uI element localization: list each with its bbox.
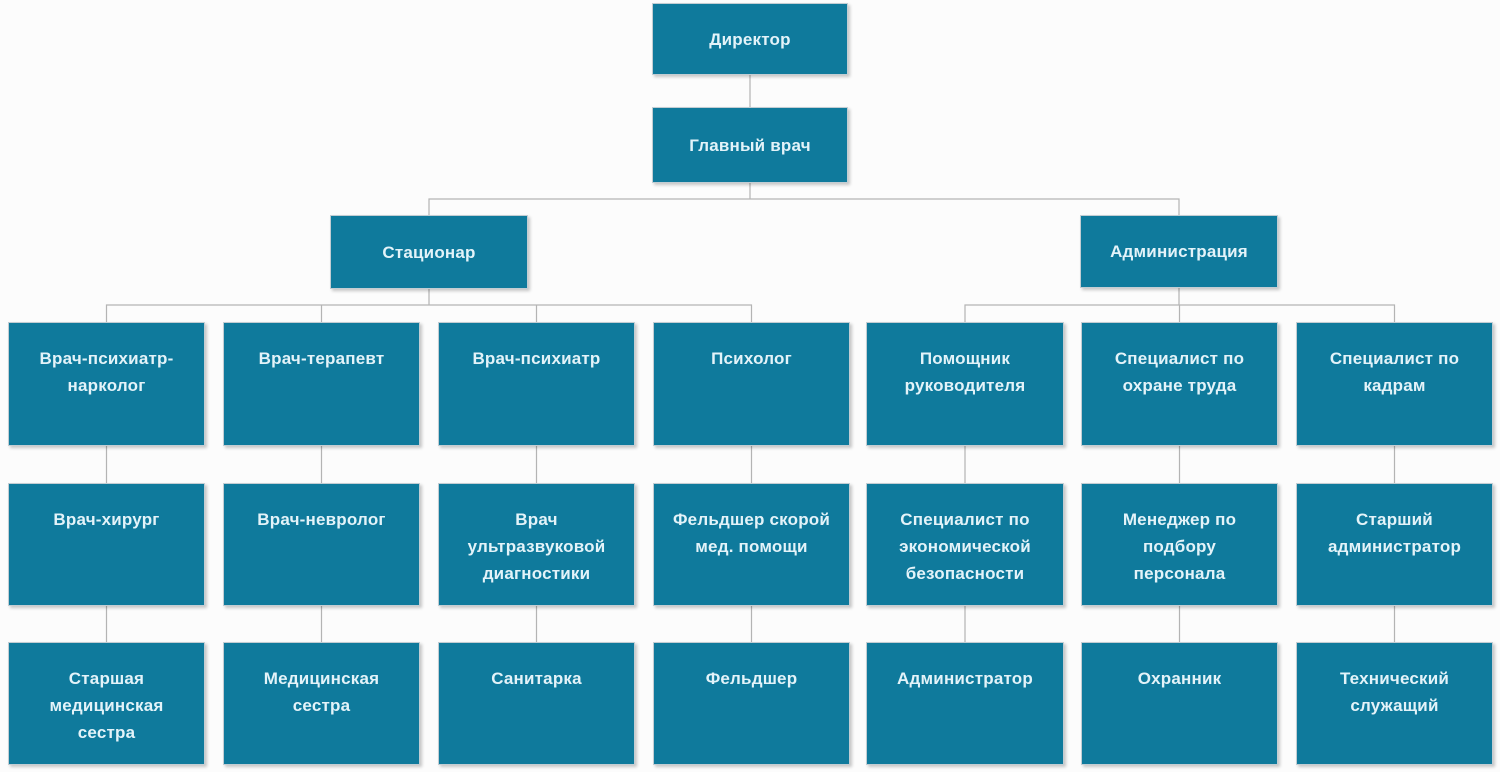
node-security-guard-label: Охранник: [1137, 669, 1222, 688]
node-head-nurse: Старшая медицинская сестра: [8, 642, 205, 765]
node-psychologist-label: Психолог: [711, 349, 792, 368]
node-orderly-label: Санитарка: [491, 669, 582, 688]
node-ambulance-paramedic-label: Фельдшер скорой мед. помощи: [672, 510, 831, 556]
node-labor-safety-specialist: Специалист по охране труда: [1081, 322, 1278, 446]
node-technical-worker: Технический служащий: [1296, 642, 1493, 765]
node-psychiatrist-label: Врач-психиатр: [472, 349, 601, 368]
node-stationar: Стационар: [330, 215, 528, 289]
connector-chief-branches: [428, 183, 1180, 215]
node-paramedic: Фельдшер: [653, 642, 850, 765]
node-surgeon-label: Врач-хирург: [53, 510, 160, 529]
node-director-label: Директор: [709, 29, 791, 49]
node-director: Директор: [652, 3, 848, 75]
node-security-guard: Охранник: [1081, 642, 1278, 765]
node-technical-worker-label: Технический служащий: [1339, 669, 1450, 715]
connector-row4-row5: [105, 606, 1396, 642]
node-therapist: Врач-терапевт: [223, 322, 420, 446]
node-administrator-label: Администратор: [897, 669, 1033, 688]
node-orderly: Санитарка: [438, 642, 635, 765]
node-labor-safety-specialist-label: Специалист по охране труда: [1114, 349, 1245, 395]
node-psychiatrist-narcologist-label: Врач-психиатр- нарколог: [39, 349, 174, 395]
node-chief-doctor: Главный врач: [652, 107, 848, 183]
node-hr-specialist-label: Специалист по кадрам: [1329, 349, 1460, 395]
node-stationar-label: Стационар: [382, 242, 476, 262]
node-nurse-label: Медицинская сестра: [263, 669, 380, 715]
node-senior-administrator: Старший администратор: [1296, 483, 1493, 606]
node-administration-label: Администрация: [1110, 242, 1248, 261]
node-administration: Администрация: [1080, 215, 1278, 288]
node-ultrasound-doctor: Врач ультразвуковой диагностики: [438, 483, 635, 606]
node-hr-specialist: Специалист по кадрам: [1296, 322, 1493, 446]
node-economic-security-specialist-label: Специалист по экономической безопасности: [899, 510, 1031, 583]
connector-stationar-children: [105, 289, 753, 322]
node-assistant-to-director-label: Помощник руководителя: [904, 349, 1026, 395]
node-psychologist: Психолог: [653, 322, 850, 446]
node-nurse: Медицинская сестра: [223, 642, 420, 765]
node-ambulance-paramedic: Фельдшер скорой мед. помощи: [653, 483, 850, 606]
node-recruitment-manager: Менеджер по подбору персонала: [1081, 483, 1278, 606]
node-economic-security-specialist: Специалист по экономической безопасности: [866, 483, 1064, 606]
node-recruitment-manager-label: Менеджер по подбору персонала: [1122, 510, 1237, 583]
node-ultrasound-doctor-label: Врач ультразвуковой диагностики: [467, 510, 606, 583]
node-chief-doctor-label: Главный врач: [689, 135, 811, 155]
node-surgeon: Врач-хирург: [8, 483, 205, 606]
node-psychiatrist-narcologist: Врач-психиатр- нарколог: [8, 322, 205, 446]
connector-administration-children: [964, 288, 1396, 322]
node-assistant-to-director: Помощник руководителя: [866, 322, 1064, 446]
node-head-nurse-label: Старшая медицинская сестра: [49, 669, 164, 742]
node-paramedic-label: Фельдшер: [705, 669, 798, 688]
node-administrator: Администратор: [866, 642, 1064, 765]
node-psychiatrist: Врач-психиатр: [438, 322, 635, 446]
node-therapist-label: Врач-терапевт: [258, 349, 385, 368]
node-senior-administrator-label: Старший администратор: [1327, 510, 1462, 556]
node-neurologist-label: Врач-невролог: [257, 510, 386, 529]
connector-row3-row4: [105, 446, 1396, 483]
node-neurologist: Врач-невролог: [223, 483, 420, 606]
